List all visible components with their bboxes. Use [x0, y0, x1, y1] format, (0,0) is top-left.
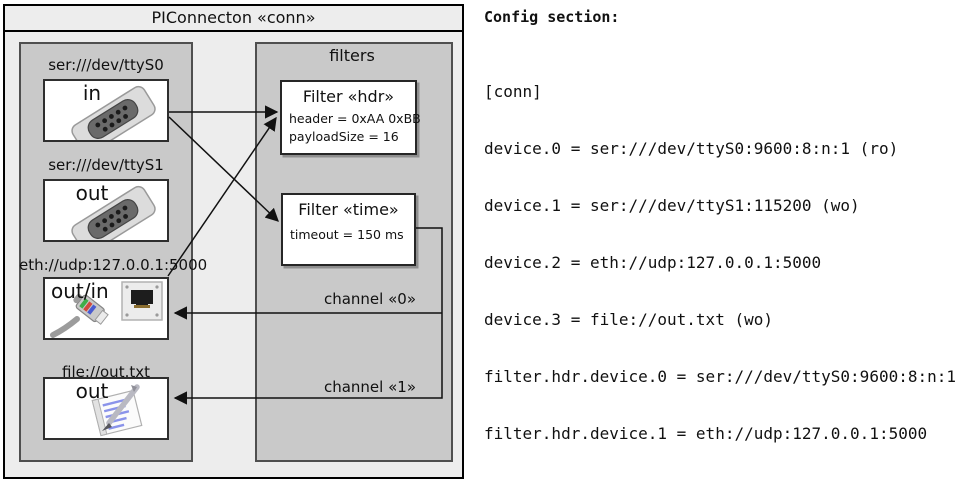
config-line: filter.hdr.splitMode = header [484, 481, 964, 484]
filters-panel-title: filters [329, 46, 375, 65]
serial-connector-icon [71, 185, 156, 240]
filter-hdr-box: Filter «hdr» header = 0xAA 0xBB payloadS… [280, 80, 421, 155]
config-line: filter.hdr.device.0 = ser:///dev/ttyS0:9… [484, 367, 957, 386]
serial-connector-icon [71, 85, 156, 140]
ethernet-icon [50, 281, 163, 338]
port-direction-label: out/in [51, 279, 109, 303]
filter-time-box: Filter «time» timeout = 150 ms [281, 193, 416, 266]
device-box-ttyS1: out [43, 179, 169, 242]
device-box-eth: out/in [43, 277, 169, 340]
filter-time-attributes: timeout = 150 ms [290, 226, 404, 244]
port-direction-label: out [75, 181, 109, 205]
device-label-eth: eth://udp:127.0.0.1:5000 [19, 256, 208, 274]
notepad-icon [91, 384, 143, 437]
channel-1-label: channel «1» [323, 378, 416, 396]
device-box-file: out [43, 377, 169, 440]
channel-0-label: channel «0» [323, 290, 416, 308]
config-line: device.3 = file://out.txt (wo) [484, 310, 773, 329]
config-line: filter.hdr.device.1 = eth://udp:127.0.0.… [484, 424, 928, 443]
filter-attr: payloadSize = 16 [289, 129, 399, 144]
config-line: [conn] [484, 82, 542, 101]
filter-hdr-title: Filter «hdr» [302, 87, 395, 106]
device-label-ttyS0: ser:///dev/ttyS0 [48, 56, 164, 74]
config-line: device.2 = eth://udp:127.0.0.1:5000 [484, 253, 822, 272]
config-section-text: [conn] device.0 = ser:///dev/ttyS0:9600:… [484, 44, 964, 484]
filter-time-title: Filter «time» [298, 200, 399, 219]
connector-title: PIConnecton «conn» [5, 6, 462, 32]
device-label-ttyS1: ser:///dev/ttyS1 [48, 156, 164, 174]
filter-attr: timeout = 150 ms [290, 227, 404, 242]
config-line: device.1 = ser:///dev/ttyS1:115200 (wo) [484, 196, 860, 215]
filter-attr: header = 0xAA 0xBB [289, 111, 421, 126]
filter-hdr-attributes: header = 0xAA 0xBB payloadSize = 16 [289, 110, 421, 146]
config-line: device.0 = ser:///dev/ttyS0:9600:8:n:1 (… [484, 139, 899, 158]
device-box-ttyS0: in [43, 79, 169, 142]
port-direction-label: out [75, 379, 109, 403]
port-direction-label: in [82, 81, 102, 105]
device-label-file: file://out.txt [62, 363, 150, 381]
config-section-title: Config section: [484, 8, 620, 26]
